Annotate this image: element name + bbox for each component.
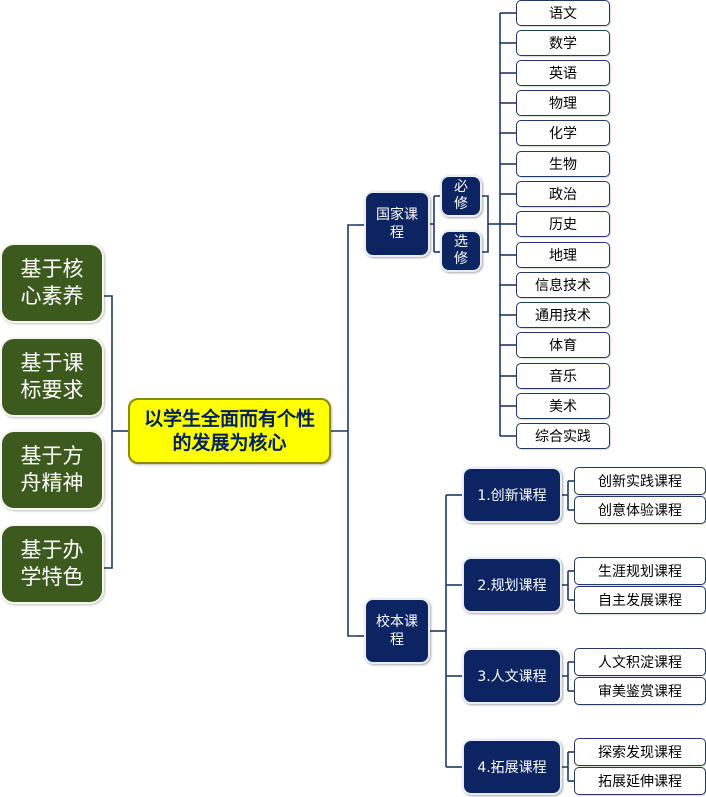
subject-box: 音乐 bbox=[516, 363, 610, 389]
connector-bases-bracket bbox=[104, 295, 113, 569]
connector-module4-courses bbox=[562, 752, 569, 781]
connector-module1-courses bbox=[562, 481, 569, 510]
course-box: 拓展延伸课程 bbox=[574, 767, 706, 795]
subject-box: 化学 bbox=[516, 120, 610, 146]
course-box: 人文积淀课程 bbox=[574, 648, 706, 676]
subject-box: 数学 bbox=[516, 30, 610, 56]
subject-box: 政治 bbox=[516, 181, 610, 207]
basis-core-competence: 基于核心素养 bbox=[0, 243, 104, 323]
required-box: 必修 bbox=[440, 175, 482, 217]
connector-core-bracket bbox=[347, 224, 356, 637]
module-extension-box: 4.拓展课程 bbox=[462, 739, 562, 795]
connector-module3-courses bbox=[562, 662, 569, 691]
subject-box: 英语 bbox=[516, 60, 610, 86]
subject-box: 信息技术 bbox=[516, 272, 610, 298]
subject-box: 综合实践 bbox=[516, 423, 610, 449]
core-goal-box: 以学生全面而有个性的发展为核心 bbox=[128, 398, 331, 464]
course-box: 创新实践课程 bbox=[574, 467, 706, 495]
basis-ark-spirit: 基于方舟精神 bbox=[0, 430, 104, 510]
elective-box: 选修 bbox=[440, 230, 482, 272]
subject-box: 历史 bbox=[516, 211, 610, 237]
subject-box: 通用技术 bbox=[516, 302, 610, 328]
connector-elective-out bbox=[482, 224, 489, 253]
connector-required-out bbox=[482, 195, 489, 224]
course-box: 自主发展课程 bbox=[574, 586, 706, 614]
subject-box: 生物 bbox=[516, 151, 610, 177]
course-box: 创意体验课程 bbox=[574, 496, 706, 524]
subject-box: 物理 bbox=[516, 90, 610, 116]
module-innovation-box: 1.创新课程 bbox=[462, 467, 562, 523]
course-box: 生涯规划课程 bbox=[574, 557, 706, 585]
basis-school-characteristics: 基于办学特色 bbox=[0, 524, 104, 604]
course-box: 审美鉴赏课程 bbox=[574, 677, 706, 705]
basis-curriculum-standards: 基于课标要求 bbox=[0, 337, 104, 417]
subject-box: 地理 bbox=[516, 242, 610, 268]
subject-box: 体育 bbox=[516, 332, 610, 358]
school-curriculum-box: 校本课程 bbox=[364, 598, 430, 664]
national-curriculum-box: 国家课程 bbox=[364, 191, 430, 257]
course-box: 探索发现课程 bbox=[574, 738, 706, 766]
module-humanities-box: 3.人文课程 bbox=[462, 648, 562, 704]
subject-box: 美术 bbox=[516, 393, 610, 419]
module-planning-box: 2.规划课程 bbox=[462, 557, 562, 613]
subject-box: 语文 bbox=[516, 0, 610, 26]
connector-module2-courses bbox=[562, 571, 569, 600]
